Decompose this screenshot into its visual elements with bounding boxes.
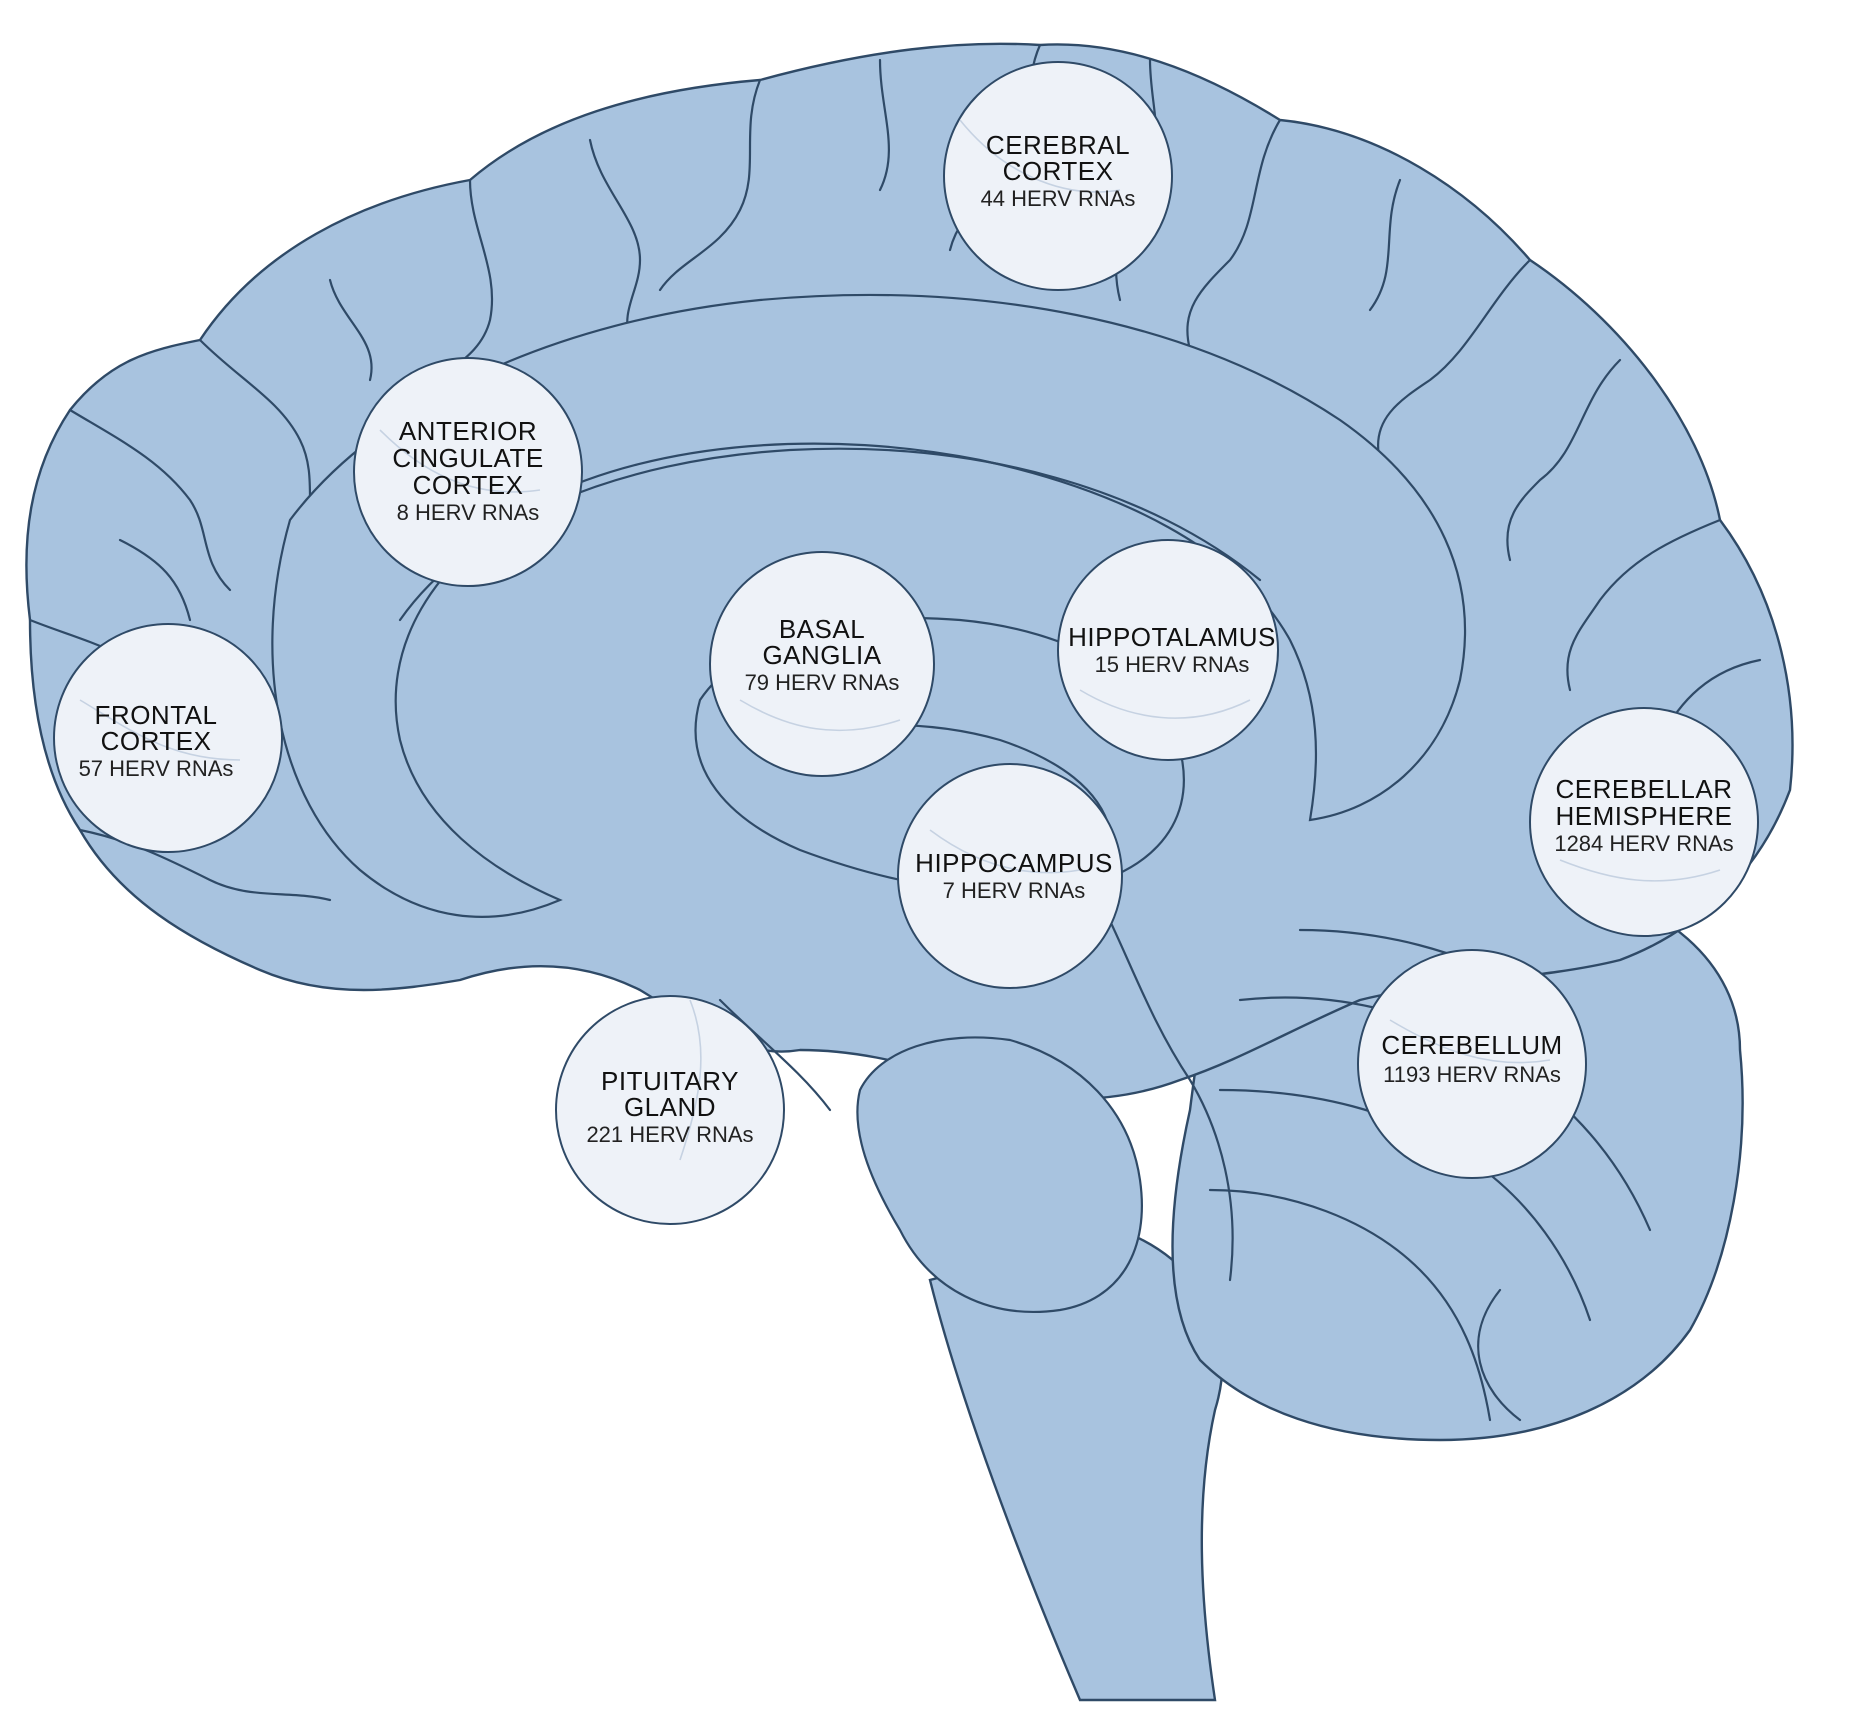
anterior-cingulate-name-2: CINGULATE <box>392 443 543 473</box>
anterior-cingulate-name-1: ANTERIOR <box>399 416 537 446</box>
basal-ganglia-name-2: GANGLIA <box>762 640 881 670</box>
basal-ganglia-count: 79 HERV RNAs <box>745 670 900 695</box>
hippocampus-name: HIPPOCAMPUS <box>915 848 1113 878</box>
pituitary-stalk <box>718 998 832 1112</box>
region-frontal-cortex[interactable]: FRONTAL CORTEX 57 HERV RNAs <box>53 623 283 853</box>
region-anterior-cingulate-cortex[interactable]: ANTERIOR CINGULATE CORTEX 8 HERV RNAs <box>353 357 583 587</box>
frontal-cortex-count: 57 HERV RNAs <box>79 756 234 781</box>
cerebellum-count: 1193 HERV RNAs <box>1383 1062 1561 1087</box>
cerebellum-name: CEREBELLUM <box>1381 1030 1562 1060</box>
hippotalamus-count: 15 HERV RNAs <box>1095 652 1250 677</box>
cerebellar-hemisphere-name-2: HEMISPHERE <box>1556 801 1733 831</box>
cerebellar-hemisphere-name-1: CEREBELLAR <box>1556 774 1733 804</box>
region-cerebral-cortex[interactable]: CEREBRAL CORTEX 44 HERV RNAs <box>943 61 1173 291</box>
anterior-cingulate-name-3: CORTEX <box>413 470 524 500</box>
region-basal-ganglia[interactable]: BASAL GANGLIA 79 HERV RNAs <box>709 551 935 777</box>
cerebellar-hemisphere-count: 1284 HERV RNAs <box>1554 831 1733 856</box>
pituitary-gland-name-1: PITUITARY <box>601 1066 739 1096</box>
frontal-cortex-name-1: FRONTAL <box>95 700 218 730</box>
pituitary-gland-count: 221 HERV RNAs <box>586 1122 753 1147</box>
anterior-cingulate-count: 8 HERV RNAs <box>397 500 540 525</box>
region-hippotalamus[interactable]: HIPPOTALAMUS 15 HERV RNAs <box>1057 539 1279 761</box>
cerebral-cortex-name-1: CEREBRAL <box>986 130 1130 160</box>
region-cerebellar-hemisphere[interactable]: CEREBELLAR HEMISPHERE 1284 HERV RNAs <box>1529 707 1759 937</box>
region-hippocampus[interactable]: HIPPOCAMPUS 7 HERV RNAs <box>897 763 1123 989</box>
cerebral-cortex-name-2: CORTEX <box>1003 156 1114 186</box>
region-cerebellum[interactable]: CEREBELLUM 1193 HERV RNAs <box>1357 949 1587 1179</box>
pons-shape <box>856 1036 1143 1313</box>
hippotalamus-name: HIPPOTALAMUS <box>1068 622 1276 652</box>
region-markers: CEREBRAL CORTEX 44 HERV RNAs ANTERIOR CI… <box>53 61 1759 1225</box>
frontal-cortex-name-2: CORTEX <box>101 726 212 756</box>
cerebral-cortex-count: 44 HERV RNAs <box>981 186 1136 211</box>
hippocampus-count: 7 HERV RNAs <box>943 878 1086 903</box>
pituitary-gland-name-2: GLAND <box>624 1092 716 1122</box>
basal-ganglia-name-1: BASAL <box>779 614 865 644</box>
region-pituitary-gland[interactable]: PITUITARY GLAND 221 HERV RNAs <box>555 995 785 1225</box>
midbrain-lines <box>1098 898 1234 1282</box>
